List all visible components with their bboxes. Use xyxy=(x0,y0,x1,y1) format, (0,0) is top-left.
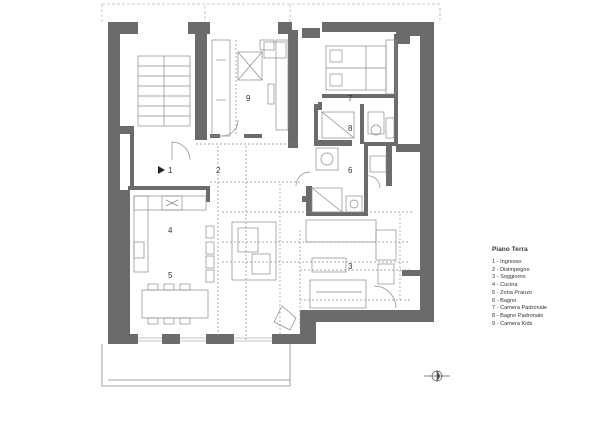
room-labels: 1 2 3 4 5 6 7 8 9 xyxy=(168,94,353,280)
room-label-1: 1 xyxy=(168,166,173,175)
legend-item: 1 - Ingresso xyxy=(492,259,522,265)
legend-item: 2 - Disimpegno xyxy=(492,266,530,273)
legend-item: 6 - Bagno xyxy=(492,297,517,304)
legend: Piano Terra 1 - Ingresso 2 - Disimpegno … xyxy=(492,246,547,328)
bottom-openings xyxy=(138,337,272,342)
room-label-5: 5 xyxy=(168,271,173,280)
north-arrow-icon xyxy=(424,369,450,383)
room-label-7: 7 xyxy=(348,94,353,103)
room-label-4: 4 xyxy=(168,226,173,235)
room-label-3: 3 xyxy=(348,262,353,271)
legend-item: 8 - Bagno Padronale xyxy=(492,312,544,319)
room-label-6: 6 xyxy=(348,166,353,175)
interior-walls xyxy=(128,94,398,216)
site-boundary-lines xyxy=(101,3,441,24)
room-label-9: 9 xyxy=(246,94,251,103)
legend-item: 5 - Zona Pranzo xyxy=(492,289,533,296)
legend-item: 7 - Camera Padronale xyxy=(492,305,548,312)
legend-title: Piano Terra xyxy=(492,246,528,253)
legend-item: 3 - Soggiorno xyxy=(492,274,526,281)
legend-item: 9 - Camera Kids xyxy=(492,320,533,327)
furniture-and-fixtures xyxy=(133,39,414,340)
exterior-walls xyxy=(108,22,434,344)
legend-list: 1 - Ingresso 2 - Disimpegno 3 - Soggiorn… xyxy=(492,259,547,328)
legend-item: 4 - Cucina xyxy=(492,282,518,289)
room-label-8: 8 xyxy=(348,124,353,133)
exterior-ground-lines xyxy=(101,344,291,387)
room-label-2: 2 xyxy=(216,166,221,175)
entrance-arrow-icon xyxy=(158,166,165,174)
